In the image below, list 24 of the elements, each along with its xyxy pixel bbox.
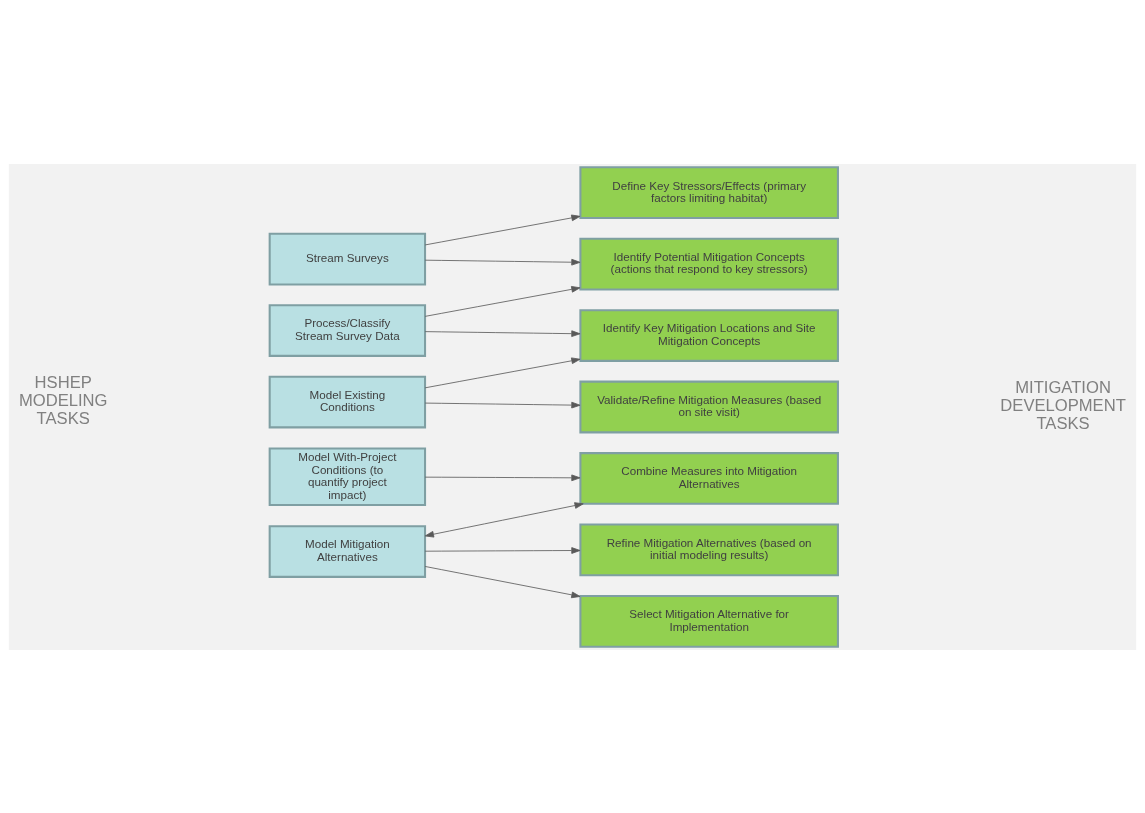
- arrow: [424, 285, 581, 317]
- arrow: [424, 258, 581, 266]
- node-box: Identify Key Mitigation Locations and Site Mitigation Concepts: [579, 308, 839, 362]
- node-box: Validate/Refine Mitigation Measures (based on site visit): [579, 380, 839, 433]
- node-box: Define Key Stressors/Effects (primary factors limiting habitat): [579, 165, 839, 219]
- node-box: Identify Potential Mitigation Concepts (actions that respond to key stressors): [579, 237, 839, 290]
- arrow: [424, 401, 581, 408]
- node-box: Model Existing Conditions: [268, 375, 427, 428]
- arrow: [424, 501, 584, 538]
- arrow: [424, 329, 581, 337]
- node-box: Combine Measures into Mitigation Alternatives: [579, 451, 839, 505]
- node-box: Model Mitigation Alternatives: [268, 524, 427, 578]
- label: MITIGATION DEVELOPMENT TASKS: [1000, 377, 1126, 433]
- arrow: [424, 214, 581, 245]
- arrow: [424, 474, 581, 481]
- arrow: [424, 356, 581, 388]
- node-box: Process/Classify Stream Survey Data: [268, 303, 427, 357]
- label: HSHEP MODELING TASKS: [18, 372, 108, 428]
- arrow: [424, 546, 581, 554]
- arrow: [424, 565, 581, 598]
- node-box: Select Mitigation Alternative for Implementation: [579, 594, 839, 648]
- node-box: Refine Mitigation Alternatives (based on initial modeling results): [579, 523, 839, 576]
- node-box: Model With-Project Conditions (to quantify project impact): [268, 447, 427, 506]
- node-box: Stream Surveys: [268, 232, 427, 285]
